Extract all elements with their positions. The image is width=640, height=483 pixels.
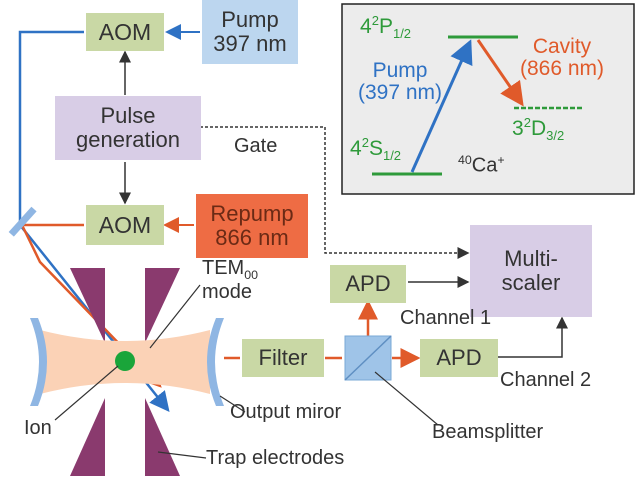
ion-label: Ion (24, 417, 52, 439)
output-mirror (207, 318, 224, 406)
d-level-label: 32D3/2 (512, 115, 565, 144)
apd-channel1-box: APD (330, 265, 406, 303)
output-mirror-label: Output miror (230, 401, 342, 423)
apd-channel2-box: APD (420, 339, 498, 377)
ion-species-label: 40Ca+ (458, 153, 505, 177)
pump-source-box: Pump 397 nm (202, 0, 298, 64)
pulse-generation-box: Pulse generation (55, 96, 201, 160)
gate-arrow (200, 126, 470, 259)
s-level-label: 42S1/2 (350, 135, 402, 164)
trap-electrodes-label: Trap electrodes (206, 447, 345, 469)
tem-leader (149, 284, 201, 349)
output-mirror-leader (219, 395, 246, 413)
tem00-mode-label: TEM00 mode (202, 258, 258, 303)
pump-transition-arrow (410, 39, 473, 173)
trap-electrode-bottom-left (70, 398, 105, 476)
beamsplitter-label: Beamsplitter (432, 421, 544, 443)
beamsplitter-diagonal (344, 335, 392, 381)
ion-leader (54, 365, 119, 421)
folding-mirror (8, 206, 37, 237)
apd2-to-multiscaler-arrow (498, 316, 568, 358)
tem-text: TEM (202, 257, 245, 279)
cavity-transition-label: Cavity (866 nm) (520, 35, 605, 81)
aom-bottom-box: AOM (86, 205, 164, 245)
aom-top-box: AOM (86, 13, 164, 51)
beamsplitter-leader (374, 371, 439, 426)
gate-label: Gate (234, 135, 278, 157)
channel1-label: Channel 1 (400, 307, 492, 329)
pump-transition-label: Pump (397 nm) (358, 59, 443, 105)
trap-electrode-bottom-right (145, 398, 180, 476)
multiscaler-box: Multi- scaler (470, 225, 592, 317)
trap-electrodes-leader (157, 451, 207, 459)
trap-electrode-top-left (70, 268, 105, 343)
cavity-transition-arrow (476, 39, 524, 107)
repump-source-box: Repump 866 nm (196, 194, 308, 258)
mode-text: mode (202, 281, 253, 304)
ion (115, 351, 135, 371)
trap-electrode-top-right (145, 268, 180, 343)
p-level-label: 42P1/2 (360, 13, 412, 42)
tem-subscript: 00 (244, 268, 259, 282)
filter-box: Filter (242, 339, 324, 377)
input-mirror (30, 318, 47, 406)
channel2-label: Channel 2 (500, 369, 592, 391)
